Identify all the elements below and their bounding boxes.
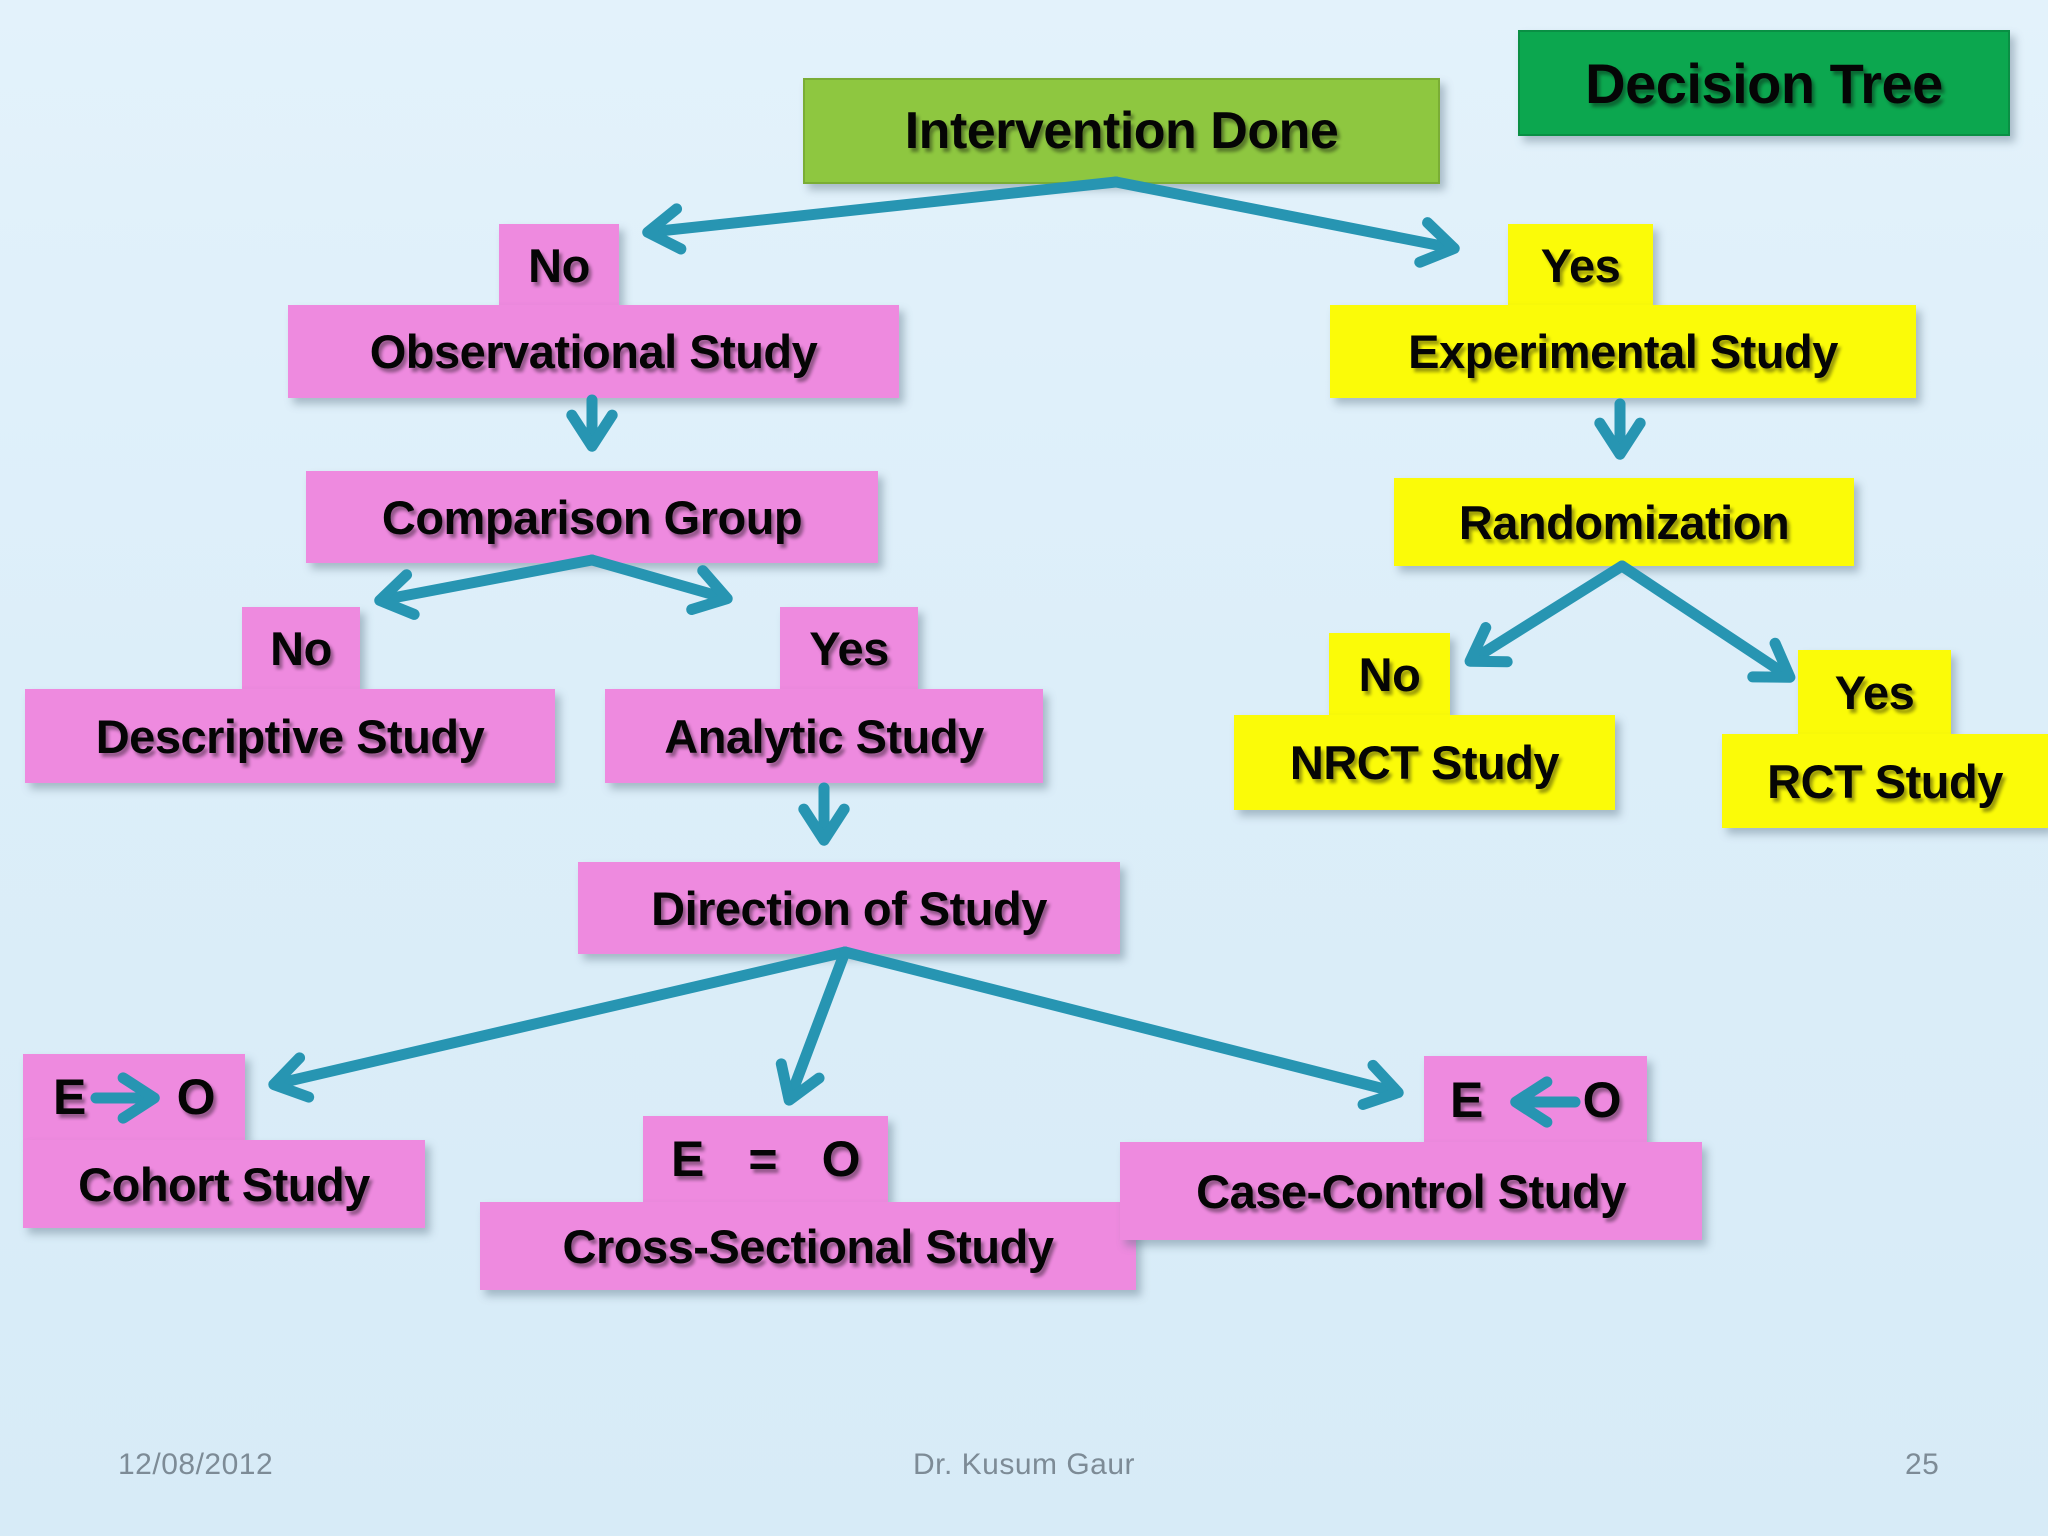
node-comparison-group: Comparison Group: [306, 471, 878, 563]
equals-sign: =: [748, 1131, 778, 1187]
arrow-comparison-to-analytic: [586, 554, 733, 615]
node-cohort-eo: E O: [23, 1054, 245, 1140]
arrow-direction-to-case-control: [839, 946, 1404, 1110]
node-experimental-answer: Yes: [1508, 224, 1653, 306]
arrow-intervention-to-observational: [642, 176, 1122, 255]
node-cross-sectional-eo: E = O: [643, 1116, 888, 1202]
cross-outcome-label: O: [821, 1131, 861, 1187]
node-observational-answer: No: [499, 224, 619, 306]
node-observational-study: Observational Study: [288, 305, 899, 398]
node-rct-study: RCT Study: [1722, 734, 2048, 828]
node-randomization: Randomization: [1394, 478, 1854, 566]
node-direction-of-study: Direction of Study: [578, 862, 1120, 954]
arrow-intervention-to-experimental: [1110, 176, 1460, 268]
node-experimental-study: Experimental Study: [1330, 305, 1916, 398]
arrow-randomization-to-rct: [1616, 560, 1796, 683]
cohort-outcome-label: O: [176, 1069, 216, 1125]
node-rct-answer: Yes: [1798, 650, 1951, 734]
arrow-direction-to-cohort: [268, 946, 851, 1103]
node-descriptive-answer: No: [242, 607, 360, 689]
slide-number: 25: [1905, 1448, 1940, 1481]
node-cohort-study: Cohort Study: [23, 1140, 425, 1228]
arrow-comparison-to-descriptive: [374, 554, 598, 620]
cohort-exposure-label: E: [53, 1069, 86, 1125]
node-analytic-study: Analytic Study: [605, 689, 1043, 783]
node-case-control-eo: E O: [1424, 1056, 1647, 1144]
node-nrct-study: NRCT Study: [1234, 715, 1615, 810]
cross-exposure-label: E: [671, 1131, 704, 1187]
node-analytic-answer: Yes: [780, 607, 918, 689]
case-exposure-label: E: [1450, 1072, 1483, 1128]
case-outcome-label: O: [1582, 1072, 1622, 1128]
node-descriptive-study: Descriptive Study: [25, 689, 555, 783]
footer-date: 12/08/2012: [118, 1448, 274, 1481]
node-case-control-study: Case-Control Study: [1120, 1142, 1702, 1240]
node-cross-sectional-study: Cross-Sectional Study: [480, 1202, 1136, 1290]
footer-author: Dr. Kusum Gaur: [912, 1448, 1136, 1481]
node-intervention-done: Intervention Done: [803, 78, 1440, 184]
decision-tree-badge: Decision Tree: [1518, 30, 2010, 136]
arrow-randomization-to-nrct: [1464, 560, 1628, 668]
node-nrct-answer: No: [1329, 633, 1450, 715]
arrow-direction-to-cross-sectional: [775, 946, 851, 1106]
